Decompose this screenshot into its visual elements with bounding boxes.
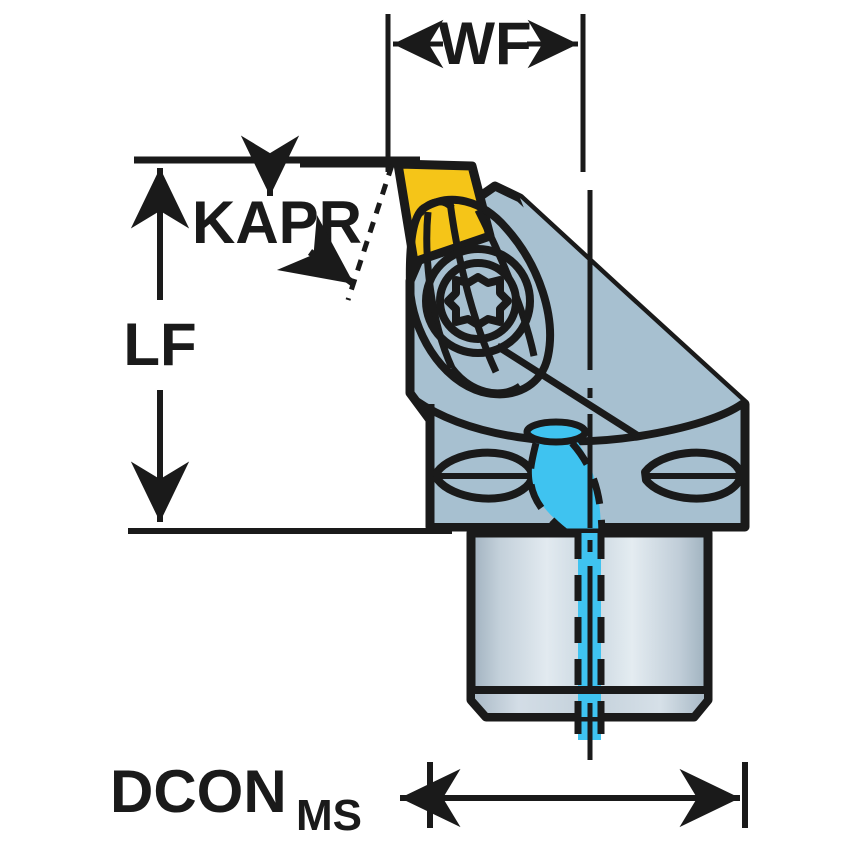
clamping-slot-left xyxy=(433,448,536,503)
lf-label: LF xyxy=(123,311,196,378)
dcon-label: DCON xyxy=(110,758,287,825)
tool-body-diagonal-edge xyxy=(495,343,642,440)
wf-label: WF xyxy=(438,10,531,77)
coupling-shank xyxy=(466,528,713,722)
kapr-angle-dashed-line xyxy=(345,164,395,301)
clamp-screw-head xyxy=(436,259,520,343)
coolant-channel-wall-left xyxy=(526,442,579,543)
dcon-subscript-label: MS xyxy=(296,791,362,840)
kapr-leader-arrow xyxy=(276,214,357,287)
coolant-outlet-port xyxy=(523,418,589,446)
dimension-kapr: KAPR xyxy=(192,135,395,301)
clamp-nose-left xyxy=(416,198,455,216)
dimension-wf: WF xyxy=(385,10,586,172)
dimension-lf: LF xyxy=(123,168,197,522)
clamp-screw-outer-ring xyxy=(422,245,534,357)
clamp-lower-tab xyxy=(449,365,523,397)
tool-body-chamfer-line xyxy=(411,396,746,446)
coolant-channel-wall-right xyxy=(569,440,606,541)
insert-clamp-assembly xyxy=(405,195,555,399)
tool-body-top-facet xyxy=(520,198,745,404)
clamping-slots xyxy=(433,448,745,503)
torx-screw-icon xyxy=(444,273,512,329)
clamp-arm-outline xyxy=(405,195,555,399)
lf-top-reference xyxy=(134,156,420,168)
dimension-dcon-ms: DCON MS xyxy=(110,758,748,840)
kapr-label: KAPR xyxy=(192,189,362,256)
clamping-slot-right xyxy=(641,448,745,503)
